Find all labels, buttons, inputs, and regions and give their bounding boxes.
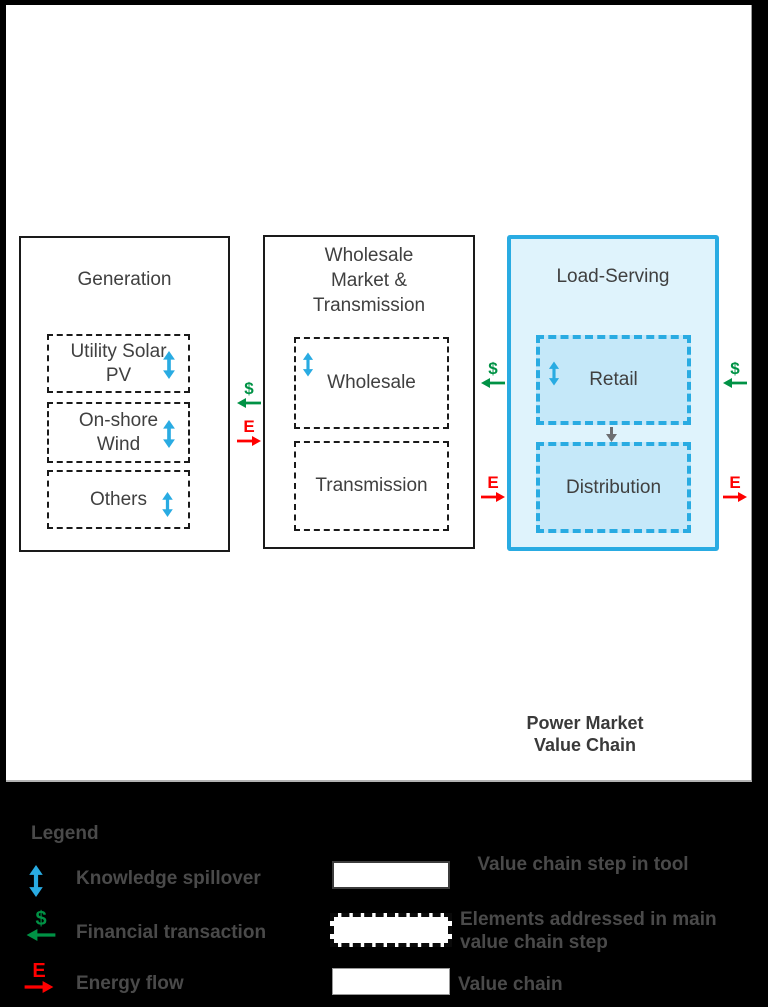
transmission-sub-box: Transmission [294,441,449,531]
legend-box-dashed [330,913,452,947]
flow-right-financial: $ [718,360,752,388]
knowledge-spillover-icon [302,352,314,384]
energy-flow-icon: E [487,473,499,492]
legend-box-thin-label: Value chain [458,974,563,995]
onshore-wind-label-line2: Wind [96,433,141,455]
onshore-wind-label-line1: On-shore [78,409,159,431]
energy-flow-icon: E [243,417,255,436]
retail-to-distribution-arrow-icon [605,427,618,447]
legend-box-solid-label: Value chain step in tool [477,854,689,875]
energy-flow-icon: E [729,473,741,492]
legend-energy-label: Energy flow [76,973,184,994]
caption-line1: Power Market [526,713,644,733]
wholesale-market-title: Wholesale Market & Transmission [265,237,473,318]
transmission-label: Transmission [315,475,428,496]
right-arrow-icon [237,436,261,446]
financial-transaction-icon: $ [26,909,56,941]
wholesale-label: Wholesale [327,372,416,393]
knowledge-spillover-icon [548,361,560,392]
diagram-caption: Power Market Value Chain [470,712,700,756]
flow-wholesale-ls-energy: E [476,474,510,502]
knowledge-spillover-icon [162,351,176,386]
right-arrow-icon [481,492,505,502]
legend-knowledge-label: Knowledge spillover [76,868,261,889]
others-label: Others [89,488,148,510]
energy-flow-icon: E [24,961,54,993]
flow-wholesale-ls-financial: $ [476,360,510,388]
others-box: Others [47,470,190,529]
right-arrow-icon [723,492,747,502]
legend-financial-label: Financial transaction [76,922,267,943]
left-arrow-icon [237,398,261,408]
left-arrow-icon [723,378,747,388]
financial-transaction-icon: $ [488,359,498,378]
knowledge-spillover-icon [162,420,176,455]
knowledge-spillover-icon [161,492,174,524]
financial-transaction-icon: $ [244,379,254,398]
wholesale-market-title-line2: Market & [330,270,408,291]
legend-box-thin [332,968,450,995]
utility-solar-pv-label-line1: Utility Solar [70,340,167,362]
wholesale-market-transmission-box: Wholesale Market & Transmission Wholesal… [263,235,475,549]
retail-label: Retail [589,369,638,390]
legend-box-dashed-label: Elements addressed in main value chain s… [460,909,717,953]
left-arrow-icon [481,378,505,388]
generation-box: Generation Utility Solar PV On-shore Win… [19,236,230,552]
retail-box: Retail [536,335,691,425]
flow-right-energy: E [718,474,752,502]
wholesale-market-title-line1: Wholesale [324,245,414,266]
legend-box-solid [332,861,450,889]
wholesale-sub-box: Wholesale [294,337,449,429]
knowledge-spillover-icon [28,864,44,898]
load-serving-title: Load-Serving [556,266,670,287]
distribution-label: Distribution [565,476,662,498]
wholesale-market-title-line3: Transmission [312,295,426,316]
flow-gen-wholesale: $ E [232,380,266,446]
load-serving-box: Load-Serving Retail Distribution [507,235,719,551]
distribution-box: Distribution [536,442,691,533]
legend-heading: Legend [31,823,99,844]
utility-solar-pv-label-line2: PV [105,364,132,386]
generation-title: Generation [77,269,172,290]
financial-transaction-icon: $ [730,359,740,378]
caption-line2: Value Chain [533,735,637,755]
diagram-canvas: Generation Utility Solar PV On-shore Win… [6,5,752,782]
onshore-wind-box: On-shore Wind [47,402,190,463]
utility-solar-pv-box: Utility Solar PV [47,334,190,393]
